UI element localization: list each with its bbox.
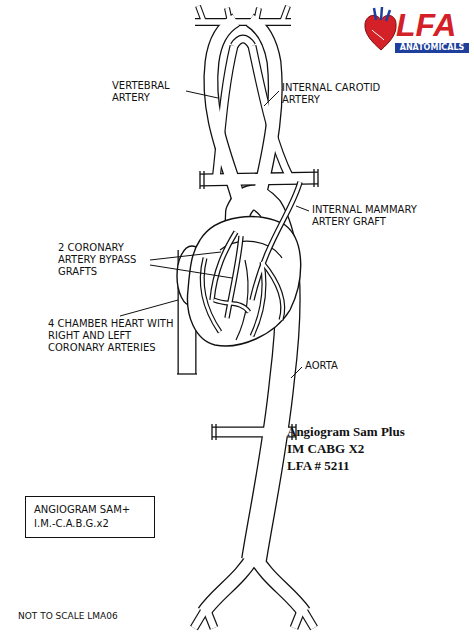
logo-subtitle: ANATOMICALS: [395, 43, 469, 53]
part-label: 4 CHAMBER HEART WITH RIGHT AND LEFT CORO…: [48, 318, 190, 354]
part-label: VERTEBRAL ARTERY: [112, 80, 188, 104]
part-label: NOT TO SCALE LMA06: [18, 610, 118, 622]
part-label: 2 CORONARY ARTERY BYPASS GRAFTS: [58, 242, 154, 278]
model-caption: Angiogram Sam Plus: [287, 424, 405, 440]
part-label: INTERNAL CAROTID ARTERY: [282, 82, 404, 106]
note-text: ANGIOGRAM SAM+ I.M.-C.A.B.G.x2: [34, 503, 146, 531]
logo-text: LFA: [396, 8, 456, 42]
model-caption: IM CABG X2: [287, 441, 364, 457]
note-box: ANGIOGRAM SAM+ I.M.-C.A.B.G.x2: [25, 496, 155, 538]
model-caption: LFA # 5211: [287, 458, 350, 474]
logo-heart: [365, 7, 396, 50]
part-label: INTERNAL MAMMARY ARTERY GRAFT: [312, 204, 440, 228]
part-label: AORTA: [305, 360, 338, 372]
